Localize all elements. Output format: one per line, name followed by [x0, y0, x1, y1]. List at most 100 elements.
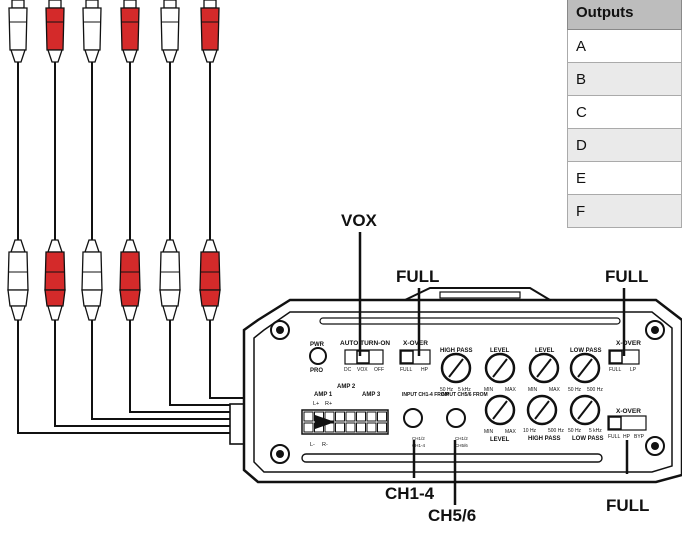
- terminal-cell: [345, 422, 356, 433]
- rca-cable: [7, 0, 260, 434]
- rca-plug-mid: [159, 239, 181, 321]
- pwr-label: PWR: [310, 342, 325, 348]
- lp-range-min: 50 Hz: [568, 387, 582, 393]
- rca-plug-top: [8, 0, 28, 63]
- level-amp2-label: LEVEL: [535, 348, 555, 354]
- xover3-byp-opt: BYP: [634, 434, 645, 440]
- input-ch56-knob[interactable]: [446, 408, 466, 428]
- rca-plug-top: [120, 0, 140, 63]
- hp3b-min: 50 Hz: [568, 428, 582, 434]
- hp3a-max: 500 Hz: [548, 428, 564, 434]
- rca-cable: [81, 0, 260, 420]
- amplifier-body: [242, 287, 682, 484]
- callout-ch1-4: CH1-4: [385, 484, 435, 503]
- auto-opt-off: OFF: [374, 367, 384, 373]
- hp3b-max: 5 kHz: [589, 428, 602, 434]
- callout-full-amp3: FULL: [606, 496, 650, 515]
- ch14-opt-ch12: CH1/2: [412, 436, 425, 441]
- rca-plug-mid: [44, 239, 66, 321]
- xover-amp1-label: X-OVER: [403, 340, 428, 347]
- screw-icon: [645, 436, 665, 456]
- terminal-l-minus: L-: [310, 442, 315, 448]
- screw-icon: [270, 444, 290, 464]
- terminal-cell: [377, 411, 387, 422]
- outputs-row-f: F: [567, 194, 682, 228]
- terminal-cell: [356, 422, 366, 433]
- outputs-row-d: D: [567, 128, 682, 162]
- hp-range-min: 50 Hz: [440, 387, 454, 393]
- rca-cable: [119, 0, 260, 413]
- arrow-icon: [315, 415, 335, 429]
- amp3-label: AMP 3: [362, 392, 381, 398]
- outputs-row-a: A: [567, 29, 682, 63]
- screw-icon: [270, 320, 290, 340]
- xover1-hp-opt: HP: [421, 367, 429, 373]
- level2-min: MIN: [528, 387, 538, 393]
- terminal-cell: [335, 411, 345, 422]
- callout-vox: VOX: [341, 211, 377, 230]
- amp1-label: AMP 1: [314, 392, 333, 398]
- level2-max: MAX: [549, 387, 561, 393]
- terminal-cell: [366, 411, 377, 422]
- xover-amp2-label: X-OVER: [616, 340, 641, 347]
- lp-range-max: 500 Hz: [587, 387, 603, 393]
- input-ch14-knob[interactable]: [403, 408, 423, 428]
- terminal-cell: [303, 411, 314, 422]
- terminal-cell: [345, 411, 356, 422]
- amp-control-panel: PWR PRO AUTO TURN-ON DC VOX OFF X-OVER F…: [301, 340, 647, 448]
- callout-ch5-6: CH5/6: [428, 506, 477, 525]
- terminal-cell: [303, 422, 314, 433]
- xover3-full-opt: FULL: [608, 434, 620, 440]
- rca-plug-mid: [81, 239, 103, 321]
- level3-min: MIN: [484, 429, 494, 435]
- auto-turn-on-label: AUTO TURN-ON: [340, 340, 390, 347]
- outputs-row-b: B: [567, 62, 682, 96]
- ch56-opt-ch12: CH1/2: [455, 436, 468, 441]
- level-amp1-label: LEVEL: [490, 348, 510, 354]
- xover2-full-opt: FULL: [609, 367, 621, 373]
- rca-plug-top: [200, 0, 220, 63]
- amp2-label: AMP 2: [337, 384, 356, 390]
- ch56-opt-ch56: CH5/6: [455, 443, 468, 448]
- terminal-cell: [335, 422, 345, 433]
- rca-plug-top: [160, 0, 180, 63]
- callout-full-amp2: FULL: [605, 267, 649, 286]
- terminal-l-plus: L+: [313, 401, 319, 407]
- xover-amp3-label: X-OVER: [616, 408, 641, 415]
- level1-max: MAX: [505, 387, 517, 393]
- power-led: [309, 347, 327, 365]
- callout-full-amp1: FULL: [396, 267, 440, 286]
- callout-leaders: [358, 232, 629, 505]
- level3-max: MAX: [505, 429, 517, 435]
- level1-min: MIN: [484, 387, 494, 393]
- input-ch56-label: INPUT CH5/6 FROM: [441, 392, 488, 398]
- high-pass-label: HIGH PASS: [440, 348, 473, 354]
- outputs-table: Outputs A B C D E F: [567, 0, 682, 228]
- rca-plug-mid: [119, 239, 141, 321]
- level-amp3-label: LEVEL: [490, 437, 510, 443]
- screw-icon: [645, 320, 665, 340]
- terminal-r-minus: R-: [322, 442, 328, 448]
- outputs-row-e: E: [567, 161, 682, 195]
- low-pass-amp3-label: LOW PASS: [572, 436, 604, 442]
- rca-cable: [159, 0, 260, 406]
- rca-plug-mid: [7, 239, 29, 321]
- terminal-cell: [377, 422, 387, 433]
- xover2-lp-opt: LP: [630, 367, 637, 373]
- low-pass-label: LOW PASS: [570, 348, 602, 354]
- rca-plug-mid: [199, 239, 221, 321]
- auto-opt-dc: DC: [344, 367, 352, 373]
- outputs-table-header: Outputs: [567, 0, 682, 30]
- xover3-hp-opt: HP: [623, 434, 631, 440]
- high-pass-amp3-label: HIGH PASS: [528, 436, 561, 442]
- input-ch14-label: INPUT CH1-4 FROM: [402, 392, 449, 398]
- terminal-r-plus: R+: [325, 401, 332, 407]
- rca-cable: [44, 0, 260, 427]
- terminal-cell: [366, 422, 377, 433]
- rca-plug-top: [45, 0, 65, 63]
- outputs-row-c: C: [567, 95, 682, 129]
- ch14-opt-ch14: CH1-4: [412, 443, 426, 448]
- terminal-cell: [356, 411, 366, 422]
